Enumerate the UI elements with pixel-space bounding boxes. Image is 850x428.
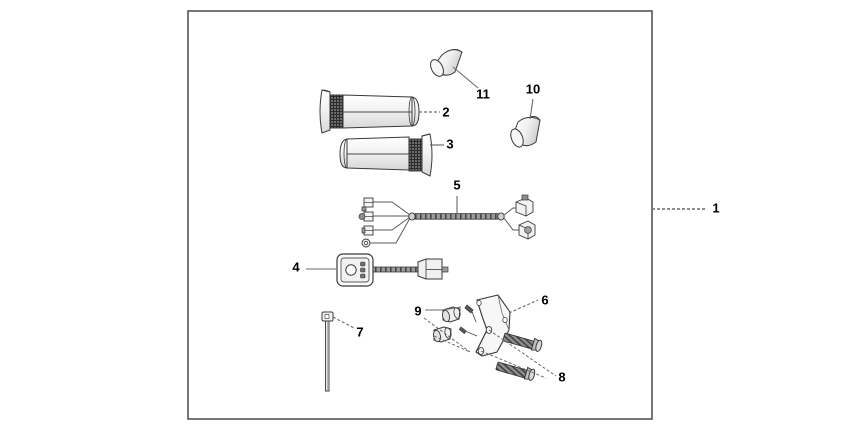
callout-label-2[interactable]: 2 [442,104,449,119]
harness-connector-left-3 [361,225,374,236]
harness-connector-right-lower [518,220,536,240]
harness-connector-right-upper [515,194,534,217]
leader-line-10 [529,98,534,120]
harness-ring-terminal [361,238,371,248]
part-hex-flange-bolt-upper [502,332,543,352]
leader-line-9 [423,306,471,353]
callout-label-1[interactable]: 1 [712,200,719,215]
part-cable-tie [321,311,334,392]
leader-line-11 [452,66,479,89]
part-wiring-harness [358,194,536,248]
leader-line-8 [480,329,557,379]
part-collar-spacer-lower [433,326,452,343]
callout-label-5[interactable]: 5 [453,177,460,192]
callout-label-4[interactable]: 4 [292,259,300,274]
callout-label-3[interactable]: 3 [446,136,453,151]
part-right-heated-grip [339,133,433,177]
part-mounting-bracket [458,294,511,357]
leader-line-7 [332,316,355,329]
part-collar-spacer-upper [442,306,461,323]
callout-label-7[interactable]: 7 [356,324,363,339]
part-left-heated-grip [319,89,420,134]
callout-label-10[interactable]: 10 [526,81,540,96]
callout-label-11[interactable]: 11 [476,86,490,101]
callout-labels: 1 2 3 5 4 6 7 8 9 10 11 [292,81,719,384]
part-grip-end-cap-lower [510,116,541,148]
callout-label-9[interactable]: 9 [414,303,421,318]
leader-line-6 [508,299,539,314]
part-control-switch-unit [336,253,449,287]
harness-connector-left-2 [358,211,374,222]
part-hex-flange-bolt-lower [495,361,536,381]
callout-label-6[interactable]: 6 [541,292,548,307]
callout-label-8[interactable]: 8 [558,369,565,384]
